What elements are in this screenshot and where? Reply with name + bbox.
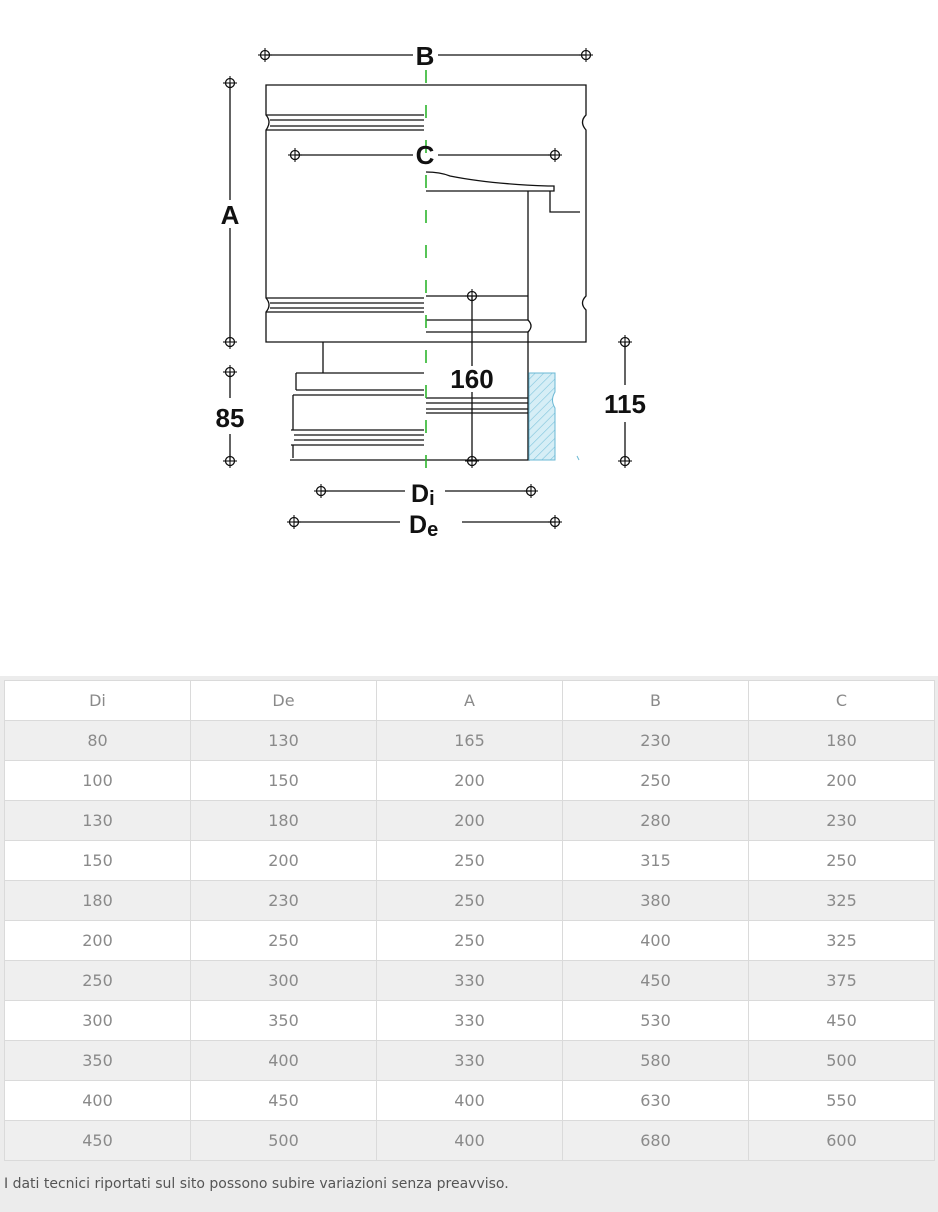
- table-cell: 250: [376, 920, 563, 961]
- table-cell: 350: [4, 1040, 191, 1081]
- label-b: B: [416, 41, 435, 71]
- upper-body: [265, 84, 587, 343]
- label-160: 160: [450, 364, 493, 394]
- table-cell: 165: [376, 720, 563, 761]
- table-cell: 230: [748, 800, 935, 841]
- table-cell: 450: [190, 1080, 377, 1121]
- label-85: 85: [216, 403, 245, 433]
- lower-collar: [290, 342, 530, 461]
- dimension-di: [313, 483, 539, 499]
- table-cell: 150: [4, 840, 191, 881]
- header-c: C: [748, 680, 935, 721]
- dimension-b: [257, 47, 594, 63]
- table-cell: 380: [562, 880, 749, 921]
- table-cell: 630: [562, 1080, 749, 1121]
- table-cell: 330: [376, 1040, 563, 1081]
- header-di: Di: [4, 680, 191, 721]
- table-cell: 250: [748, 840, 935, 881]
- disclaimer-note: I dati tecnici riportati sul sito posson…: [4, 1176, 509, 1192]
- label-c: C: [416, 140, 435, 170]
- table-cell: 250: [376, 880, 563, 921]
- technical-drawing: B C A 85 160 115 Di De: [216, 41, 646, 541]
- table-cell: 350: [190, 1000, 377, 1041]
- table-cell: 580: [562, 1040, 749, 1081]
- table-header-row: Di De A B C: [4, 680, 935, 721]
- table-cell: 400: [376, 1120, 563, 1161]
- inner-cap: [425, 171, 580, 320]
- dimension-85: [222, 364, 238, 469]
- table-cell: 130: [4, 800, 191, 841]
- table-cell: 400: [376, 1080, 563, 1121]
- label-a: A: [221, 200, 240, 230]
- table-cell: 450: [748, 1000, 935, 1041]
- table-cell: 450: [4, 1120, 191, 1161]
- table-cell: 250: [4, 960, 191, 1001]
- table-cell: 230: [562, 720, 749, 761]
- header-b: B: [562, 680, 749, 721]
- table-cell: 230: [190, 880, 377, 921]
- table-cell: 200: [376, 760, 563, 801]
- dimension-115: [617, 334, 633, 469]
- table-cell: 100: [4, 760, 191, 801]
- label-de: De: [409, 511, 438, 541]
- label-di: Di: [411, 480, 435, 510]
- table-cell: 250: [190, 920, 377, 961]
- table-cell: 500: [190, 1120, 377, 1161]
- header-a: A: [376, 680, 563, 721]
- table-cell: 315: [562, 840, 749, 881]
- table-cell: 600: [748, 1120, 935, 1161]
- table-cell: 180: [748, 720, 935, 761]
- table-cell: 530: [562, 1000, 749, 1041]
- table-cell: 325: [748, 880, 935, 921]
- table-cell: 250: [562, 760, 749, 801]
- table-cell: 375: [748, 960, 935, 1001]
- table-cell: 400: [190, 1040, 377, 1081]
- table-cell: 280: [562, 800, 749, 841]
- table-cell: 325: [748, 920, 935, 961]
- insulation-hatch: [528, 372, 556, 461]
- table-cell: 150: [190, 760, 377, 801]
- inner-pipe: [426, 288, 532, 469]
- table-cell: 330: [376, 1000, 563, 1041]
- table-cell: 250: [376, 840, 563, 881]
- table-cell: 130: [190, 720, 377, 761]
- dimension-c: [287, 147, 563, 163]
- table-cell: 450: [562, 960, 749, 1001]
- table-cell: 180: [4, 880, 191, 921]
- dimension-de: [286, 514, 563, 530]
- table-cell: 200: [376, 800, 563, 841]
- table-cell: 200: [190, 840, 377, 881]
- header-de: De: [190, 680, 377, 721]
- table-cell: 400: [562, 920, 749, 961]
- table-cell: 330: [376, 960, 563, 1001]
- table-cell: 300: [190, 960, 377, 1001]
- table-cell: 300: [4, 1000, 191, 1041]
- dimension-a: [222, 75, 238, 350]
- table-cell: 550: [748, 1080, 935, 1121]
- label-115: 115: [604, 389, 646, 419]
- table-cell: 500: [748, 1040, 935, 1081]
- table-cell: 200: [4, 920, 191, 961]
- table-cell: 80: [4, 720, 191, 761]
- table-cell: 400: [4, 1080, 191, 1121]
- table-cell: 680: [562, 1120, 749, 1161]
- table-cell: 180: [190, 800, 377, 841]
- table-cell: 200: [748, 760, 935, 801]
